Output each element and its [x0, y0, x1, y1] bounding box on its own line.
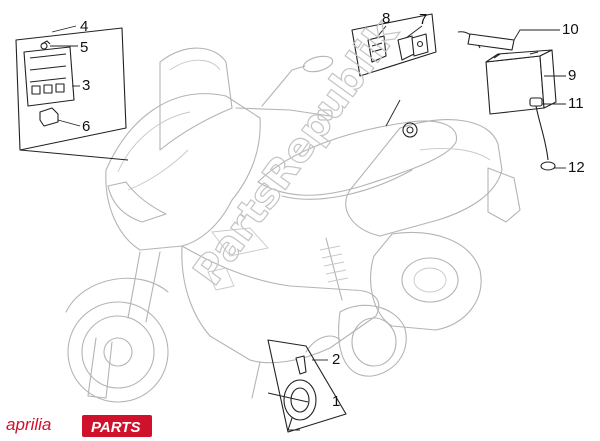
callout-9: 9: [568, 67, 576, 84]
callout-7: 7: [419, 11, 427, 28]
battery-group: [457, 31, 557, 171]
callout-4: 4: [80, 18, 88, 35]
callout-6: 6: [82, 118, 90, 135]
logo-parts-text: PARTS: [91, 419, 140, 436]
scooter-outline: [65, 47, 521, 403]
aprilia-parts-logo: aprilia PARTS: [6, 415, 152, 437]
callout-5: 5: [80, 39, 88, 56]
callout-numbers: 1 2 3 4 5 6 7 8 9 10 11 12: [80, 10, 585, 410]
callout-2: 2: [332, 351, 340, 368]
callout-10: 10: [562, 21, 579, 38]
callout-8: 8: [382, 10, 390, 27]
logo-parts-box: [82, 415, 152, 437]
fuse-holder-group: [15, 27, 127, 151]
watermark: PartsRepublik: [185, 10, 409, 293]
gear-icon: [402, 122, 418, 138]
callout-1: 1: [332, 393, 340, 410]
callout-3: 3: [82, 77, 90, 94]
leader-lines: [19, 25, 566, 403]
logo-brand-text: aprilia: [6, 415, 51, 434]
relay-group: [351, 13, 437, 77]
callout-12: 12: [568, 159, 585, 176]
callout-11: 11: [568, 95, 584, 112]
